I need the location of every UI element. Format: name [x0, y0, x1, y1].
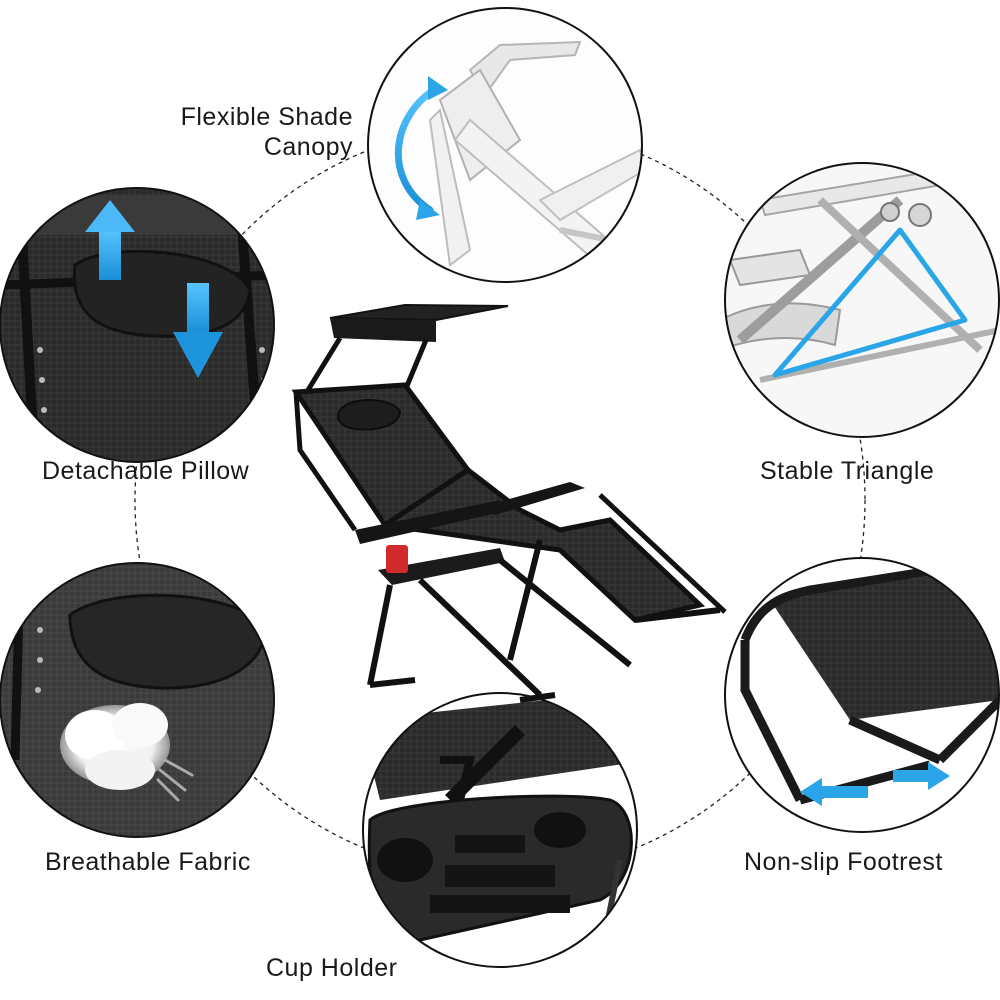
zero-gravity-chair-image	[291, 303, 727, 703]
dashed-connector-ring	[134, 124, 866, 876]
cloud-puff-icon	[60, 703, 194, 802]
horizontal-arrows-icon	[800, 762, 950, 806]
triangle-outline-icon	[772, 227, 968, 378]
double-arrow-icon	[394, 76, 448, 220]
label-detachable-pillow: Detachable Pillow	[42, 457, 250, 485]
callout-canopy	[367, 7, 643, 283]
callout-pillow	[0, 187, 275, 463]
cup-holder-closeup-image	[363, 693, 637, 967]
fabric-closeup-image	[0, 563, 274, 837]
label-non-slip-footrest: Non-slip Footrest	[744, 848, 943, 876]
label-canopy-line1: Flexible Shade	[180, 103, 353, 131]
label-canopy-line2: Canopy	[263, 133, 353, 161]
label-breathable-fabric: Breathable Fabric	[45, 848, 251, 876]
down-arrow-icon	[173, 283, 223, 378]
callout-triangle	[724, 162, 1000, 438]
up-arrow-icon	[85, 200, 135, 280]
soda-can	[386, 545, 408, 573]
callout-fabric	[0, 562, 275, 838]
label-stable-triangle: Stable Triangle	[760, 457, 935, 485]
label-cup-holder: Cup Holder	[266, 954, 398, 982]
callout-cup-holder	[362, 692, 638, 968]
label-flexible-shade-canopy: Flexible Shade Canopy	[150, 102, 353, 162]
callout-footrest	[724, 557, 1000, 833]
canopy-closeup-image	[368, 8, 642, 282]
pillow-closeup-image	[0, 188, 274, 462]
